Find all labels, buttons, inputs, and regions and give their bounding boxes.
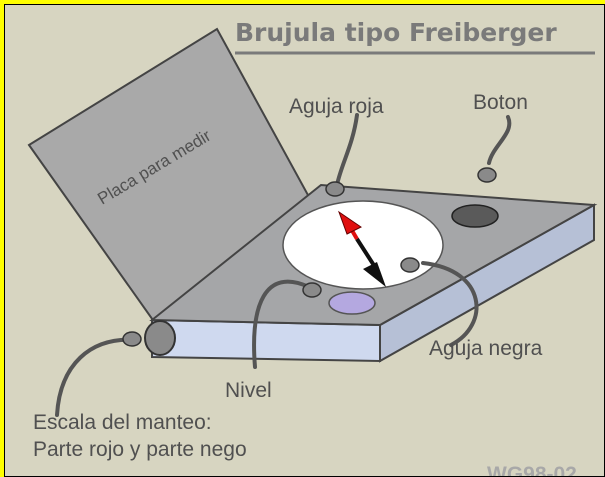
hand-icon xyxy=(477,167,497,183)
leader-aguja-negra xyxy=(421,261,479,347)
hand-icon xyxy=(400,257,420,273)
needle-red-tip xyxy=(337,210,362,235)
escala-knob xyxy=(144,320,176,356)
leader-escala xyxy=(55,337,137,417)
nivel-level xyxy=(328,291,376,315)
needle-black-tip xyxy=(363,262,386,287)
leader-nivel xyxy=(252,279,311,369)
base-front-side xyxy=(151,318,381,363)
diagram-title: Brujula tipo Freiberger xyxy=(235,18,557,47)
label-escala-line-2: Parte rojo y parte nego xyxy=(33,438,247,461)
label-aguja-negra: Aguja negra xyxy=(429,337,543,360)
compass-diagram: Brujula tipo Freiberger Placa para medir xyxy=(27,18,598,477)
hand-icon xyxy=(302,282,322,298)
label-boton: Boton xyxy=(473,91,528,114)
hand-icon xyxy=(122,331,142,347)
label-aguja-roja: Aguja roja xyxy=(289,95,384,118)
boton-button xyxy=(451,204,499,228)
pointer-hands xyxy=(122,167,497,347)
leader-boton xyxy=(487,115,512,165)
label-nivel: Nivel xyxy=(225,379,272,402)
leader-aguja-roja xyxy=(335,113,359,187)
leader-lines xyxy=(55,113,512,417)
needle-black-shaft xyxy=(355,237,377,269)
diagram-canvas: Brujula tipo Freiberger Placa para medir xyxy=(4,4,605,477)
watermark: WG98-02 xyxy=(487,463,577,477)
label-escala-line-1: Escala del manteo: xyxy=(33,411,212,434)
hand-icon xyxy=(325,181,345,197)
